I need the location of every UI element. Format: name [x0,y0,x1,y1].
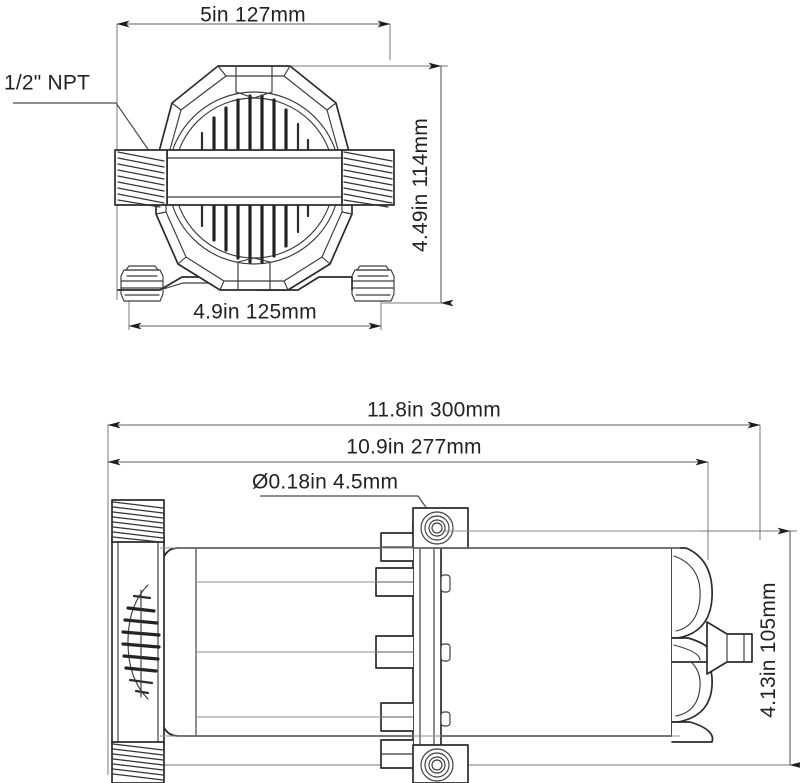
side-body-length-label: 10.9in 277mm [346,436,481,459]
side-pressure-switch-fins [121,584,161,700]
front-top-width-label: 5in 127mm [200,4,306,27]
npt-callout-label: 1/2" NPT [4,72,90,95]
side-left-manifold [111,499,165,783]
hole-diameter-label: Ø0.18in 4.5mm [252,471,398,494]
front-bottom-rib [237,257,271,291]
front-view-group: 5in 127mm 4.49in 114mm 4.9in 125mm 1/2" … [4,4,454,330]
side-lower-thread [111,741,165,783]
bracket-bosses [440,574,451,727]
front-bottom-width-label: 4.9in 125mm [193,301,317,324]
npt-callout: 1/2" NPT [4,72,155,158]
side-overall-length-dimension: 11.8in 300mm [107,399,761,775]
front-cooling-fins-lower [200,203,310,264]
cable-gland-stub [706,621,753,675]
side-view-group: 11.8in 300mm 10.9in 277mm Ø0.18in 4.5mm … [107,399,800,783]
front-mounting-foot-left [120,265,164,302]
front-left-port-threads [117,151,165,208]
front-bottom-width-dimension: 4.9in 125mm [128,300,382,330]
bottom-mounting-screw [412,744,469,783]
side-projection-lines [160,530,700,737]
front-left-threaded-port [114,149,168,208]
front-mounting-foot-right [351,265,395,302]
top-mounting-screw [412,507,469,549]
front-cooling-fins-upper [200,94,310,152]
hole-diameter-callout: Ø0.18in 4.5mm [252,471,440,526]
front-top-rib [235,65,273,99]
front-right-height-dimension: 4.49in 114mm [257,62,454,307]
side-overall-height-label: 4.13in 105mm [757,582,780,717]
front-port-bar [166,149,343,206]
front-right-height-label: 4.49in 114mm [409,118,432,252]
front-right-threaded-port [341,149,395,208]
side-upper-thread [111,499,165,543]
side-overall-length-label: 11.8in 300mm [367,399,501,422]
side-body-length-dimension: 10.9in 277mm [107,436,709,560]
front-right-port-threads [343,151,393,208]
